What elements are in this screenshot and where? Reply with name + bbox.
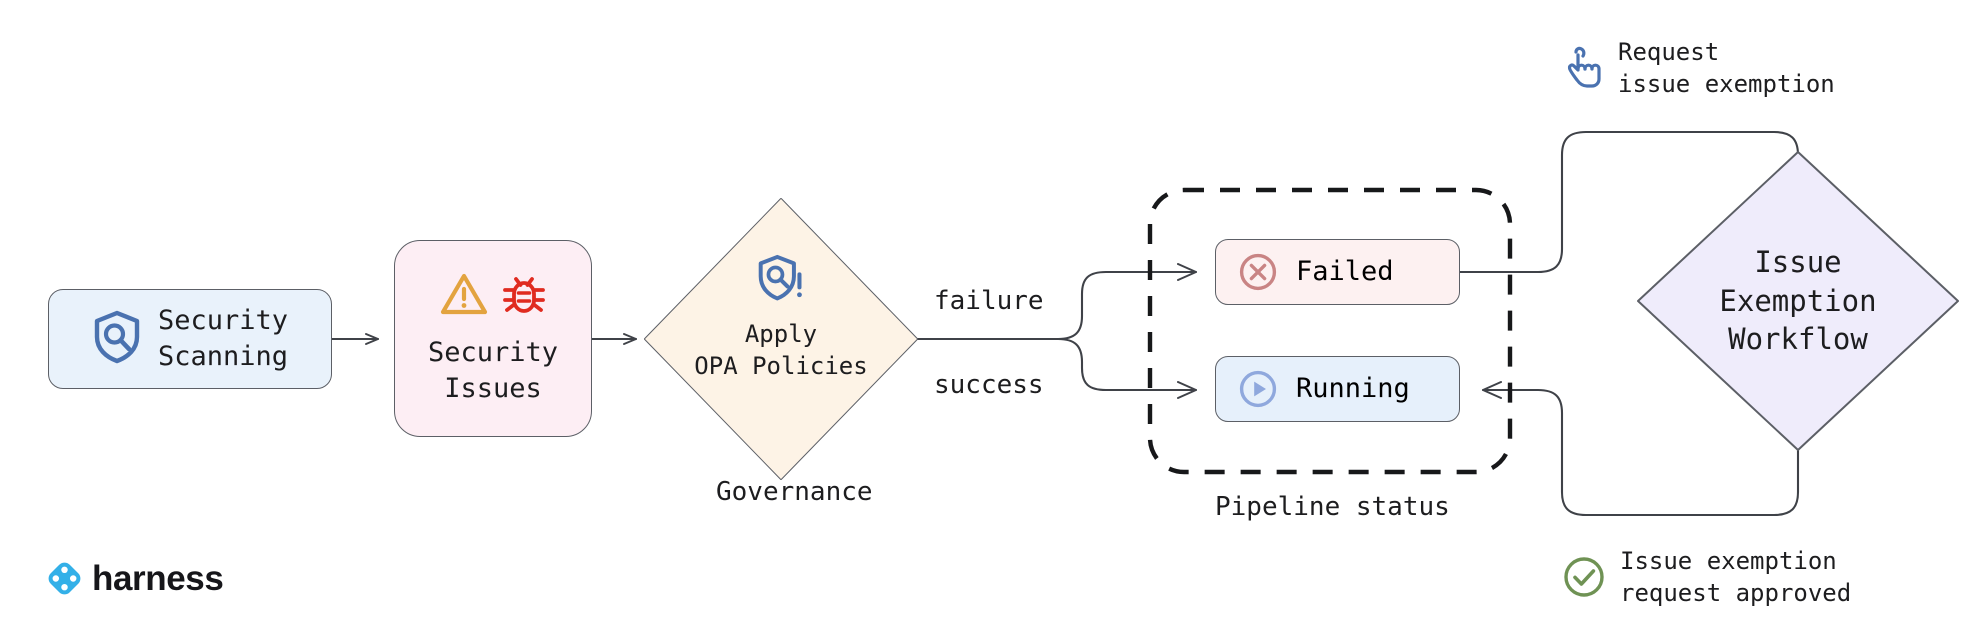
annotation-approved-text: Issue exemption request approved (1620, 547, 1852, 608)
harness-logo: harness (46, 559, 224, 598)
node-failed-label: Failed (1296, 256, 1394, 288)
node-security-scanning-label: Security Scanning (157, 305, 289, 372)
shield-search-icon (92, 310, 142, 368)
node-governance[interactable]: Apply OPA Policies (645, 178, 917, 458)
harness-logo-icon (46, 560, 83, 597)
node-security-issues-label: Security Issues (427, 336, 559, 404)
node-running-label: Running (1296, 373, 1410, 405)
x-circle-icon (1238, 252, 1278, 292)
bug-icon (501, 271, 547, 321)
node-exemption-workflow[interactable]: Issue Exemption Workflow (1638, 152, 1958, 450)
governance-diamond-shape (644, 198, 918, 480)
security-issues-icon-row (440, 271, 547, 321)
node-running[interactable]: Running (1215, 356, 1460, 422)
pipeline-status-caption: Pipeline status (1215, 492, 1450, 522)
edge-label-success: success (930, 370, 1048, 400)
warning-triangle-icon (440, 272, 488, 320)
edge-success-branch (1056, 337, 1198, 399)
edge-label-failure: failure (930, 286, 1048, 316)
play-circle-icon (1238, 369, 1278, 409)
node-exemption-workflow-label: Issue Exemption Workflow (1719, 244, 1877, 357)
edge-failure-branch (1056, 263, 1198, 341)
governance-caption: Governance (716, 477, 873, 507)
edge-exemption-to-running (1481, 381, 1800, 517)
exemption-diamond-shape (1637, 151, 1959, 451)
check-circle-icon (1562, 555, 1606, 599)
annotation-request-issue-exemption: Request issue exemption (1566, 36, 1835, 101)
node-security-scanning[interactable]: Security Scanning (48, 289, 332, 389)
annotation-exemption-approved: Issue exemption request approved (1562, 545, 1851, 610)
annotation-request-text: Request issue exemption (1618, 38, 1835, 99)
tap-hand-icon (1566, 46, 1604, 90)
pipeline-status-group-boundary (1147, 187, 1513, 475)
harness-logo-text: harness (92, 559, 224, 598)
shield-policy-icon (757, 254, 805, 310)
edge-failed-to-exemption (1458, 130, 1807, 274)
governance-diamond-content: Apply OPA Policies (645, 178, 917, 458)
node-failed[interactable]: Failed (1215, 239, 1460, 305)
exemption-diamond-content: Issue Exemption Workflow (1638, 152, 1958, 450)
node-security-issues[interactable]: Security Issues (394, 240, 592, 437)
node-governance-label: Apply OPA Policies (694, 319, 868, 380)
